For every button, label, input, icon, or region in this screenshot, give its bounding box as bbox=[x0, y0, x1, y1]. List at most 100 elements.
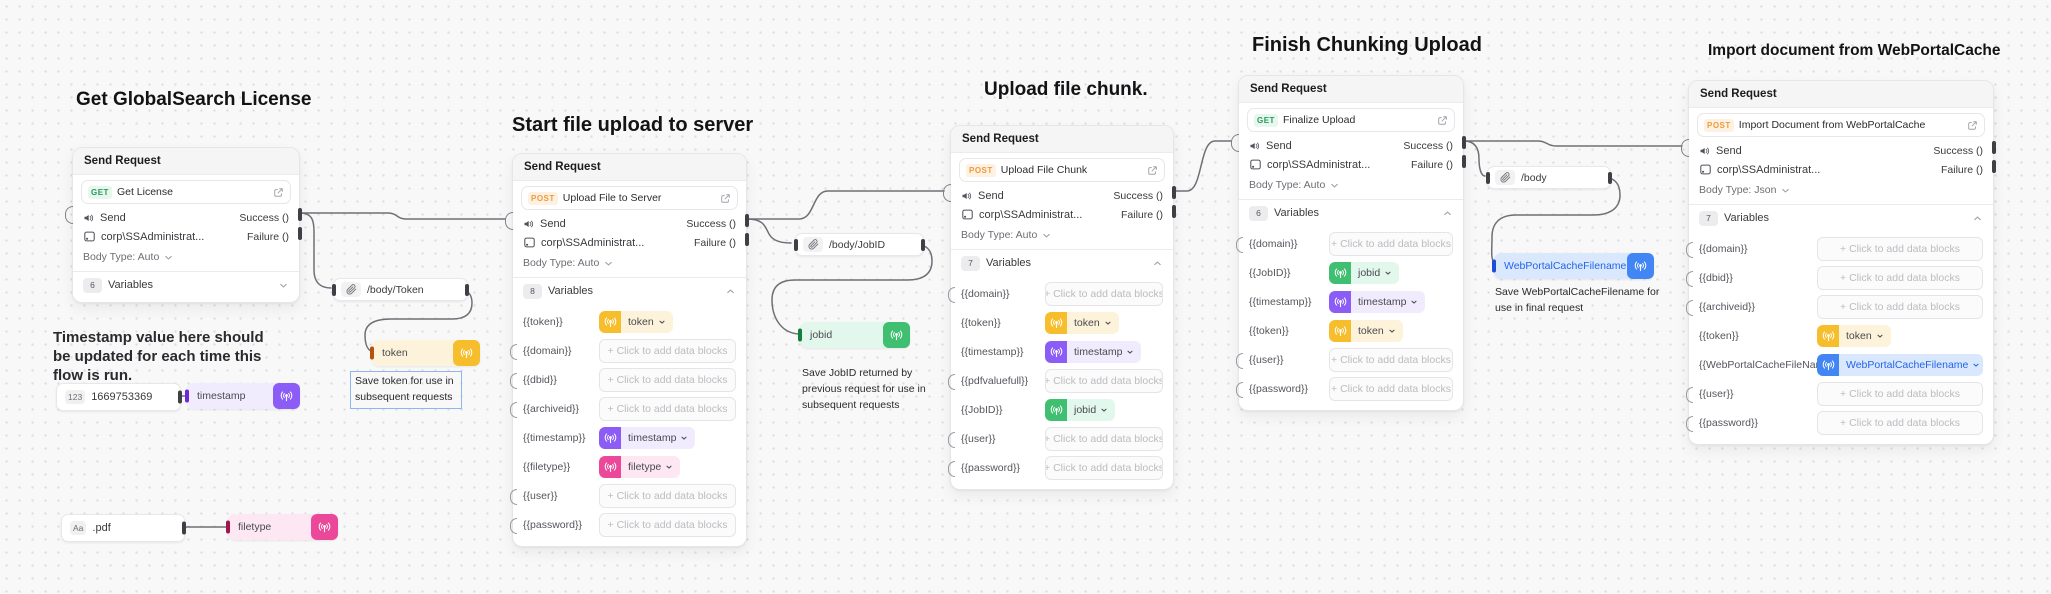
data-block-chip-token[interactable]: token bbox=[1045, 312, 1119, 334]
input-port[interactable] bbox=[226, 520, 230, 534]
add-data-blocks-button[interactable]: + Click to add data blocks bbox=[1817, 266, 1983, 290]
flow-title-upload-file-to-server[interactable]: Start file upload to server bbox=[512, 114, 754, 136]
external-link-icon[interactable] bbox=[1437, 115, 1448, 126]
data-block-chip-token[interactable]: token bbox=[599, 311, 673, 333]
failure-output-port[interactable] bbox=[745, 233, 749, 246]
send-input-port[interactable] bbox=[505, 212, 513, 230]
broadcast-icon[interactable] bbox=[273, 383, 300, 409]
output-port[interactable] bbox=[921, 238, 925, 251]
failure-output-port[interactable] bbox=[1992, 160, 1996, 173]
variable-input-port[interactable] bbox=[1686, 300, 1693, 316]
output-port[interactable] bbox=[178, 390, 182, 404]
variable-input-port[interactable] bbox=[1236, 382, 1243, 398]
variable-input-port[interactable] bbox=[948, 374, 955, 390]
add-data-blocks-button[interactable]: + Click to add data blocks bbox=[599, 339, 736, 363]
chevron-up-icon[interactable] bbox=[1442, 208, 1453, 219]
add-data-blocks-button[interactable]: + Click to add data blocks bbox=[599, 397, 736, 421]
value-node-filetype-value[interactable]: Aa.pdf bbox=[61, 514, 186, 542]
broadcast-icon[interactable] bbox=[1627, 253, 1654, 279]
add-data-blocks-button[interactable]: + Click to add data blocks bbox=[599, 513, 736, 537]
failure-output-port[interactable] bbox=[298, 227, 302, 240]
success-output-port[interactable] bbox=[1992, 141, 1996, 154]
input-port[interactable] bbox=[370, 346, 374, 360]
body-type-dropdown[interactable]: Body Type: Json bbox=[1689, 182, 1993, 198]
input-port[interactable] bbox=[798, 328, 802, 342]
data-block-chip-jobid[interactable]: jobid bbox=[1329, 262, 1400, 284]
canvas-note-jobid-note[interactable]: Save JobID returned by previous request … bbox=[802, 367, 926, 411]
input-port[interactable] bbox=[332, 283, 336, 296]
variable-input-port[interactable] bbox=[510, 402, 517, 418]
variable-input-port[interactable] bbox=[1686, 271, 1693, 287]
flow-title-import-document[interactable]: Import document from WebPortalCache bbox=[1708, 42, 2001, 59]
value-text[interactable]: .pdf bbox=[92, 522, 111, 534]
external-link-icon[interactable] bbox=[720, 193, 731, 204]
external-link-icon[interactable] bbox=[273, 187, 284, 198]
node-header[interactable]: Send Request bbox=[1239, 76, 1463, 103]
data-block-chip-timestamp[interactable]: timestamp bbox=[599, 427, 696, 449]
variable-input-port[interactable] bbox=[510, 344, 517, 360]
variable-input-port[interactable] bbox=[510, 373, 517, 389]
data-block-chip-timestamp[interactable]: timestamp bbox=[1045, 341, 1142, 363]
success-output-port[interactable] bbox=[1172, 186, 1176, 199]
variable-input-port[interactable] bbox=[948, 461, 955, 477]
output-port[interactable] bbox=[465, 283, 469, 296]
variable-input-port[interactable] bbox=[948, 432, 955, 448]
path-node-body-jobid[interactable]: /body/JobID bbox=[794, 233, 925, 256]
path-node-body[interactable]: /body bbox=[1486, 166, 1612, 189]
broadcast-node-filetype[interactable]: filetype bbox=[226, 514, 338, 540]
add-data-blocks-button[interactable]: + Click to add data blocks bbox=[1045, 427, 1163, 451]
variable-input-port[interactable] bbox=[1686, 416, 1693, 432]
broadcast-node-token[interactable]: token bbox=[370, 340, 480, 366]
success-output-port[interactable] bbox=[745, 214, 749, 227]
add-data-blocks-button[interactable]: + Click to add data blocks bbox=[1045, 282, 1163, 306]
data-block-chip-filetype[interactable]: filetype bbox=[599, 456, 681, 478]
success-output-port[interactable] bbox=[298, 208, 302, 221]
data-block-chip-token[interactable]: token bbox=[1329, 320, 1403, 342]
failure-output-port[interactable] bbox=[1172, 205, 1176, 218]
add-data-blocks-button[interactable]: + Click to add data blocks bbox=[1045, 456, 1163, 480]
chevron-up-icon[interactable] bbox=[1152, 258, 1163, 269]
add-data-blocks-button[interactable]: + Click to add data blocks bbox=[599, 368, 736, 392]
variable-input-port[interactable] bbox=[1686, 387, 1693, 403]
chevron-up-icon[interactable] bbox=[1972, 213, 1983, 224]
variable-input-port[interactable] bbox=[948, 287, 955, 303]
send-input-port[interactable] bbox=[1681, 139, 1689, 157]
variable-input-port[interactable] bbox=[510, 489, 517, 505]
canvas-note-timestamp-note[interactable]: Timestamp value here should be updated f… bbox=[53, 329, 264, 384]
send-input-port[interactable] bbox=[943, 184, 951, 202]
output-port[interactable] bbox=[1608, 171, 1612, 184]
external-link-icon[interactable] bbox=[1967, 120, 1978, 131]
variable-input-port[interactable] bbox=[1236, 353, 1243, 369]
flow-title-upload-file-chunk[interactable]: Upload file chunk. bbox=[984, 79, 1148, 100]
add-data-blocks-button[interactable]: + Click to add data blocks bbox=[1817, 411, 1983, 435]
canvas-note-wpcf-note[interactable]: Save WebPortalCacheFilename for use in f… bbox=[1495, 286, 1660, 314]
data-block-chip-timestamp[interactable]: timestamp bbox=[1329, 291, 1426, 313]
add-data-blocks-button[interactable]: + Click to add data blocks bbox=[1817, 237, 1983, 261]
input-port[interactable] bbox=[794, 238, 798, 251]
success-output-port[interactable] bbox=[1462, 136, 1466, 149]
data-block-chip-jobid[interactable]: jobid bbox=[1045, 399, 1116, 421]
input-port[interactable] bbox=[185, 389, 189, 403]
add-data-blocks-button[interactable]: + Click to add data blocks bbox=[1329, 348, 1453, 372]
failure-output-port[interactable] bbox=[1462, 155, 1466, 168]
body-type-dropdown[interactable]: Body Type: Auto bbox=[1239, 177, 1463, 193]
variable-input-port[interactable] bbox=[1686, 242, 1693, 258]
output-port[interactable] bbox=[182, 521, 186, 535]
add-data-blocks-button[interactable]: + Click to add data blocks bbox=[1329, 377, 1453, 401]
variable-input-port[interactable] bbox=[510, 518, 517, 534]
data-block-chip-WebPortalCacheFilename[interactable]: WebPortalCacheFilename bbox=[1817, 354, 1983, 376]
broadcast-node-timestamp[interactable]: timestamp bbox=[185, 383, 300, 409]
